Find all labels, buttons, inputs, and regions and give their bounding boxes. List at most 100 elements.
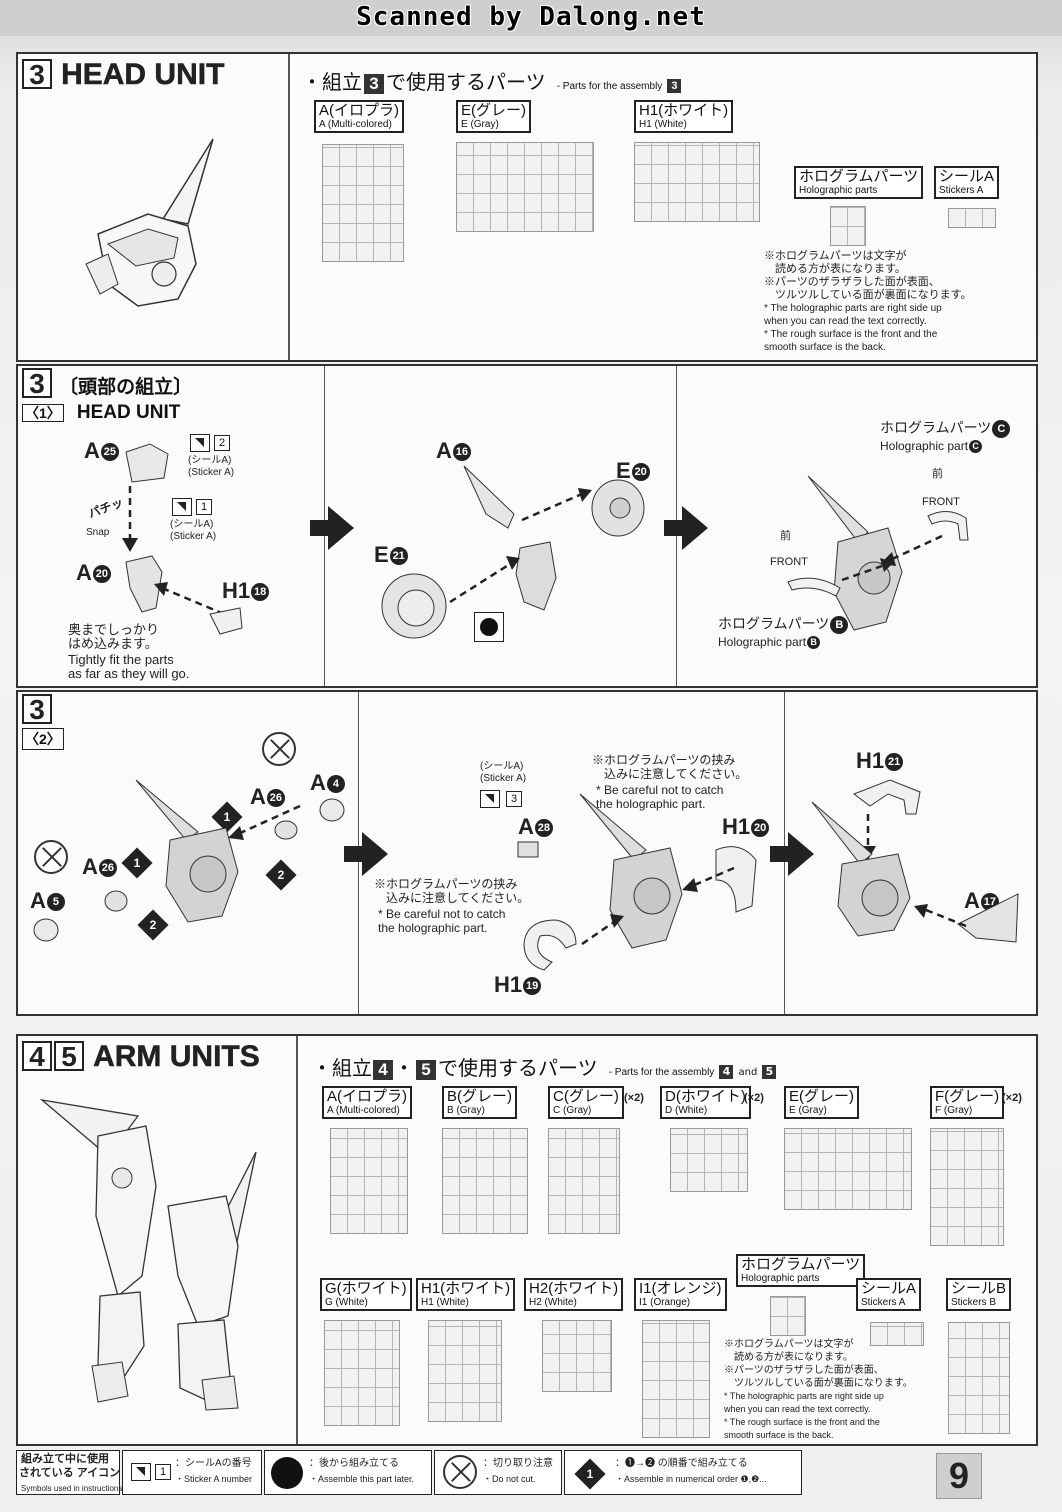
sticker-icon	[190, 434, 210, 452]
holo-parts-label: ホログラムパーツ Holographic parts	[794, 166, 924, 199]
runner-label-c: C(グレー)C (Gray)	[548, 1086, 624, 1119]
part-a4-illustration	[319, 798, 345, 822]
fit-note-jp-1: 奥までしっかり	[68, 622, 160, 637]
head-assembly-illustration	[807, 475, 903, 631]
next-step-arrow	[770, 832, 814, 876]
part-a5-illustration	[33, 918, 59, 942]
sticker-jp: (シールA)	[170, 519, 214, 530]
holo-part-b-illustration	[787, 577, 841, 597]
legend-order: 1 ：❶→❷ の順番で組み立てる ・Assemble in numerical …	[564, 1450, 802, 1495]
note-line: ※パーツのザラザラした面が表面、	[764, 276, 940, 288]
part-a16-illustration	[463, 465, 515, 529]
runner-label-e: E(グレー) E (Gray)	[456, 100, 531, 133]
runner-label-h1: H1(ホワイト) H1 (White)	[634, 100, 734, 133]
part-center-illustration	[515, 541, 557, 611]
sticker-number: 1	[155, 1464, 171, 1480]
runner-e-diagram	[784, 1128, 912, 1210]
holo-parts-diagram	[770, 1296, 806, 1336]
parts-heading-step-box: 4	[373, 1060, 393, 1080]
do-not-cut-icon	[262, 732, 296, 766]
assembly-arrow	[449, 556, 520, 604]
legend-title: 組み立て中に使用 されている アイコン Symbols used in inst…	[16, 1450, 122, 1495]
parts-heading-en-box: 3	[667, 79, 682, 93]
sticker-a-diagram	[948, 208, 996, 228]
part-h1-20-illustration	[715, 846, 757, 913]
runner-label-d: D(ホワイト)D (White)	[660, 1086, 751, 1119]
head-assembly-illustration	[579, 793, 683, 949]
runner-label-g: G(ホワイト)G (White)	[320, 1278, 412, 1311]
assemble-later-icon	[271, 1457, 303, 1489]
fit-note-en-1: Tightly fit the parts	[68, 652, 174, 667]
runner-f-diagram	[930, 1128, 1004, 1246]
note-line: * The rough surface is the front and the	[764, 329, 938, 340]
sticker-a-diagram	[870, 1322, 924, 1346]
part-a26-illustration	[274, 820, 298, 840]
head-assembly-illustration	[135, 779, 239, 923]
part-a26-illustration	[104, 890, 128, 912]
fit-note-jp-2: はめ込みます。	[68, 636, 158, 651]
note-line: ※パーツのザラザラした面が表面、	[724, 1365, 884, 1376]
parts-heading-en-and: and	[738, 1067, 758, 1078]
scan-header	[0, 0, 1062, 36]
note-line: when you can read the text correctly.	[724, 1404, 871, 1414]
assembly-arrow	[841, 558, 894, 582]
runner-h1-diagram	[634, 142, 760, 222]
caution-en-2: the holographic part.	[378, 921, 488, 935]
sequence-marker-2: 2	[137, 909, 169, 941]
part-a20-illustration	[125, 555, 163, 613]
part-h1-21-illustration	[852, 779, 921, 815]
part-a28-illustration	[517, 841, 539, 858]
sticker-en: (Sticker A)	[480, 773, 527, 784]
sticker-jp: (シールA)	[480, 761, 524, 772]
head-unit-heading: 3 HEAD UNIT	[22, 58, 225, 92]
holo-notes: ※ホログラムパーツは文字が 読める方が表になります。 ※パーツのザラザラした面が…	[764, 250, 972, 354]
sequence-marker-1: 1	[121, 847, 153, 879]
note-line: smooth surface is the back.	[764, 342, 886, 353]
scan-credit: Scanned by Dalong.net	[356, 2, 706, 32]
sticker-number: 2	[214, 435, 230, 451]
caution-jp-2: 込みに注意してください。	[592, 767, 748, 781]
assembly-arrow	[154, 582, 225, 616]
legend-assemble-later: ：後から組み立てる ・Assemble this part later.	[264, 1450, 432, 1495]
parts-heading-prefix: ・組立	[312, 1058, 372, 1080]
caution-jp-1: ※ホログラムパーツの挟み	[592, 753, 736, 767]
panel-divider	[296, 1036, 298, 1444]
note-line: * The rough surface is the front and the	[724, 1417, 880, 1427]
sticker-icon	[480, 790, 500, 808]
runner-g-diagram	[324, 1320, 400, 1426]
runner-d-diagram	[670, 1128, 748, 1192]
runner-c-multiplier: (×2)	[624, 1092, 644, 1104]
parts-heading-suffix: で使用するパーツ	[386, 72, 546, 94]
assembly-arrow	[122, 486, 138, 552]
snap-en: Snap	[86, 527, 110, 538]
sticker-en: (Sticker A)	[188, 467, 235, 478]
sticker-number: 3	[506, 791, 522, 807]
runner-f-multiplier: (×2)	[1002, 1092, 1022, 1104]
part-h1-18-illustration	[209, 607, 243, 635]
runner-b-diagram	[442, 1128, 528, 1234]
parts-heading-step-box: 5	[416, 1060, 436, 1080]
part-e21-illustration	[381, 573, 447, 639]
runner-a-diagram	[330, 1128, 408, 1234]
note-line: * The holographic parts are right side u…	[764, 303, 942, 314]
do-not-cut-icon	[34, 840, 68, 874]
step-substep: 〈2〉	[22, 728, 64, 750]
parts-heading-suffix: で使用するパーツ	[438, 1058, 598, 1080]
parts-heading-en-box: 5	[762, 1065, 777, 1079]
part-h1-19-illustration	[523, 919, 577, 971]
